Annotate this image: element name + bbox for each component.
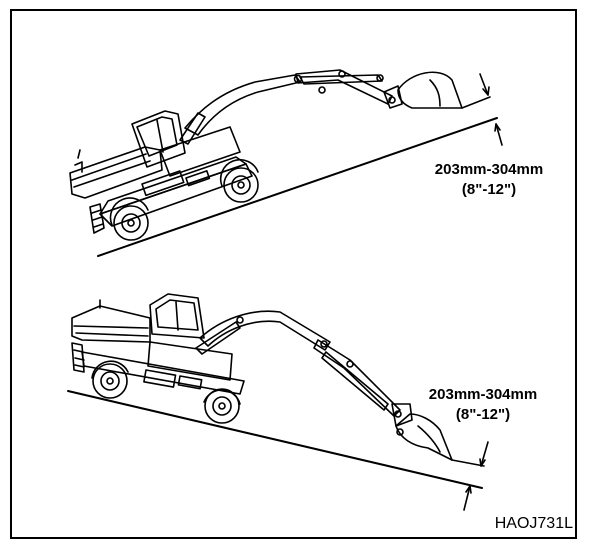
figure-code-label: HAOJ731L <box>494 515 573 532</box>
top-excavator <box>69 69 503 257</box>
bottom-boom <box>199 310 331 351</box>
top-boom <box>184 74 301 136</box>
figure-frame <box>10 9 577 539</box>
bottom-excavator <box>67 293 489 511</box>
bottom-ground-line <box>67 390 483 489</box>
bottom-cab <box>149 293 205 339</box>
top-dimension-inch-label: (8"-12") <box>461 181 517 198</box>
top-bucket <box>397 71 463 109</box>
bottom-dimension-mm-label: 203mm-304mm <box>428 386 538 403</box>
top-ground-line <box>97 117 498 257</box>
bottom-bucket <box>395 413 453 461</box>
top-dozer-blade <box>89 203 105 234</box>
bottom-dimension-inch-label: (8"-12") <box>455 406 511 423</box>
top-dimension-mm-label: 203mm-304mm <box>434 161 544 178</box>
top-cab <box>131 110 186 168</box>
bottom-dozer-blade <box>71 342 85 373</box>
bottom-engine-housing <box>71 305 151 343</box>
